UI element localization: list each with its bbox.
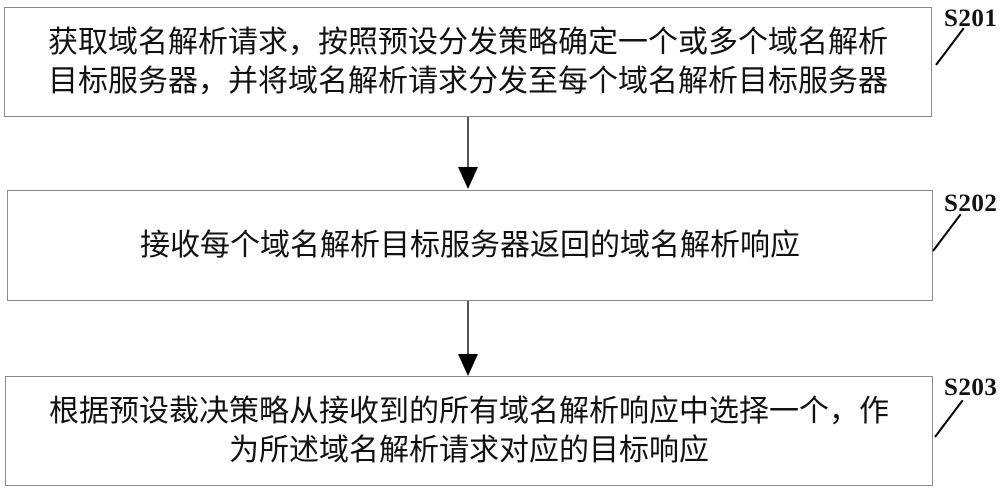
- label-connector-line-s203: [934, 399, 964, 438]
- step-s201-text-line-1: 获取域名解析请求，按照预设分发策略确定一个或多个域名解析: [48, 26, 888, 59]
- arrow-down-icon: [458, 354, 478, 376]
- step-label-s201: S201: [944, 5, 998, 32]
- step-s203-text-line-2: 为所述域名解析请求对应的目标响应: [229, 434, 709, 467]
- step-box-s201: 获取域名解析请求，按照预设分发策略确定一个或多个域名解析 目标服务器，并将域名解…: [4, 7, 932, 117]
- step-box-s202: 接收每个域名解析目标服务器返回的域名解析响应: [7, 190, 933, 301]
- arrow-down-icon: [458, 167, 478, 189]
- step-box-s203: 根据预设裁决策略从接收到的所有域名解析响应中选择一个，作 为所述域名解析请求对应…: [5, 376, 933, 486]
- step-label-s202: S202: [944, 190, 998, 217]
- label-connector-line-s201: [935, 27, 965, 66]
- label-connector-line-s202: [932, 213, 962, 252]
- step-label-s203: S203: [944, 374, 998, 401]
- arrow-down-shaft-2: [467, 301, 469, 356]
- step-s201-text-line-2: 目标服务器，并将域名解析请求分发至每个域名解析目标服务器: [48, 65, 888, 98]
- step-s202-text-line-1: 接收每个域名解析目标服务器返回的域名解析响应: [140, 229, 800, 262]
- arrow-down-shaft-1: [467, 117, 469, 170]
- step-s203-text-line-1: 根据预设裁决策略从接收到的所有域名解析响应中选择一个，作: [49, 395, 889, 428]
